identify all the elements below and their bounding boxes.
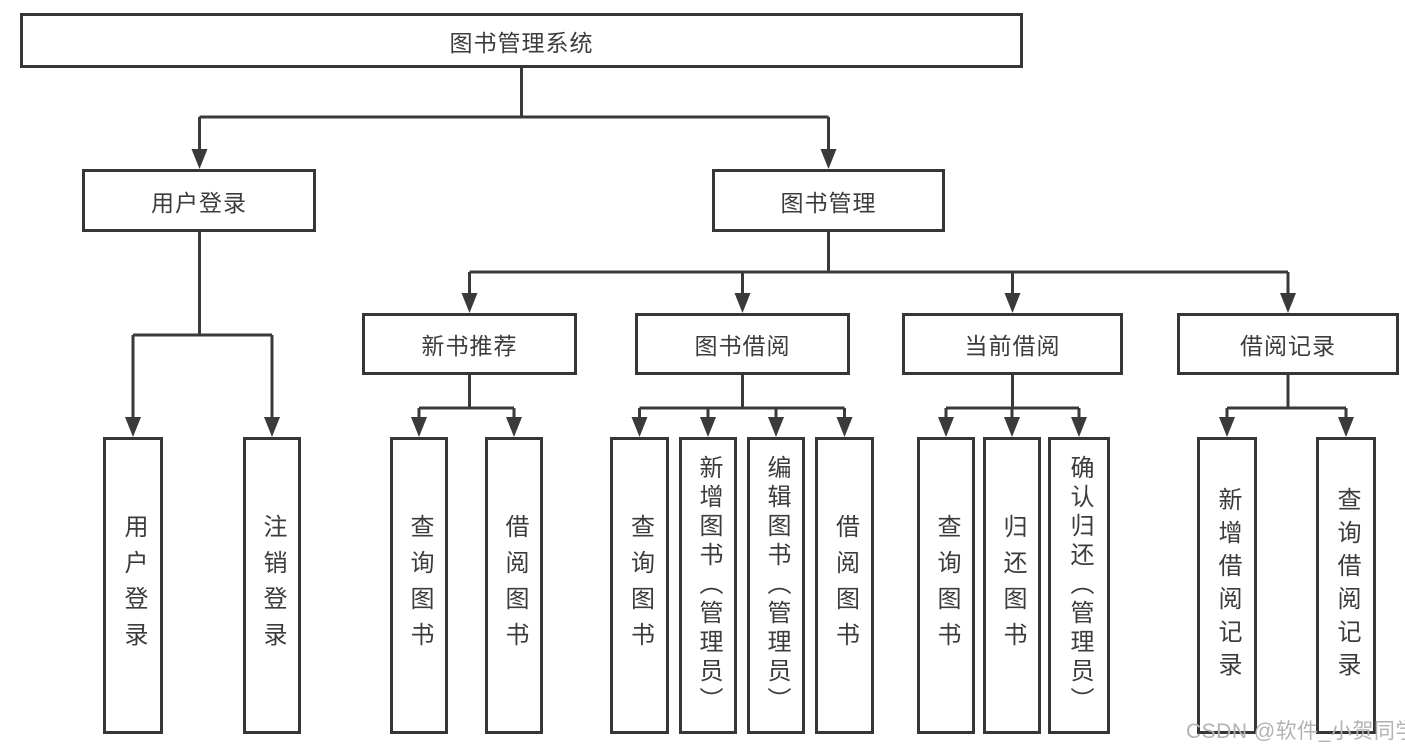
leaf-edit-books-admin: 编辑图书（管理员）	[747, 437, 805, 734]
arrow-down-icon	[461, 293, 478, 313]
arrow-down-icon	[411, 417, 427, 437]
node-label: 编辑图书（管理员）	[763, 455, 790, 716]
arrow-down-icon	[631, 417, 648, 437]
node-label: 图书管理	[780, 189, 877, 216]
node-current-borrowing: 当前借阅	[902, 313, 1123, 375]
node-label: 图书借阅	[694, 333, 791, 359]
leaf-query-borrow-record: 查询借阅记录	[1316, 437, 1376, 734]
arrow-down-icon	[700, 417, 716, 437]
arrow-down-icon	[836, 417, 853, 437]
arrow-down-icon	[1338, 417, 1354, 437]
arrow-down-icon	[734, 293, 751, 313]
leaf-confirm-return-admin: 确认归还（管理员）	[1048, 437, 1110, 734]
node-label: 新书推荐	[421, 333, 518, 359]
arrow-down-icon	[820, 149, 837, 169]
watermark: CSDN @软件_小贺同学	[1186, 720, 1405, 743]
connector-segments	[131, 68, 1348, 423]
arrow-down-icon	[1071, 417, 1087, 437]
node-label: 用户登录	[120, 513, 147, 658]
node-label: 归还图书	[999, 513, 1026, 658]
node-label: 新增图书（管理员）	[695, 455, 722, 716]
leaf-query-books-recommend: 查询图书	[390, 437, 448, 734]
node-library-management-system: 图书管理系统	[20, 13, 1023, 68]
leaf-add-books-admin: 新增图书（管理员）	[679, 437, 737, 734]
node-book-management: 图书管理	[712, 169, 945, 232]
arrow-down-icon	[191, 149, 208, 169]
arrow-down-icon	[1004, 417, 1020, 437]
leaf-borrow-books: 借阅图书	[815, 437, 874, 734]
node-label: 借阅图书	[501, 513, 528, 658]
node-label: 当前借阅	[964, 333, 1061, 359]
connector-arrows	[125, 149, 1354, 437]
node-label: 查询图书	[406, 513, 433, 658]
node-label: 新增借阅记录	[1214, 486, 1241, 685]
arrow-down-icon	[768, 417, 784, 437]
arrow-down-icon	[264, 417, 280, 437]
node-label: 查询图书	[933, 513, 960, 658]
node-label: 确认归还（管理员）	[1066, 455, 1093, 716]
leaf-query-books-current: 查询图书	[917, 437, 975, 734]
node-label: 查询借阅记录	[1333, 486, 1360, 685]
node-label: 图书管理系统	[449, 29, 594, 56]
arrow-down-icon	[125, 417, 141, 437]
node-label: 查询图书	[626, 513, 654, 658]
arrow-down-icon	[506, 417, 522, 437]
leaf-logout: 注销登录	[243, 437, 301, 734]
leaf-borrow-books-recommend: 借阅图书	[485, 437, 543, 734]
node-book-borrowing: 图书借阅	[635, 313, 850, 375]
node-label: 借阅图书	[831, 513, 859, 658]
leaf-user-login: 用户登录	[103, 437, 163, 734]
leaf-return-books: 归还图书	[983, 437, 1041, 734]
node-new-book-recommendation: 新书推荐	[362, 313, 577, 375]
arrow-down-icon	[1004, 293, 1021, 313]
node-label: 用户登录	[151, 189, 247, 216]
node-label: 注销登录	[259, 513, 286, 658]
leaf-query-books-borrow: 查询图书	[610, 437, 669, 734]
node-borrowing-records: 借阅记录	[1177, 313, 1399, 375]
arrow-down-icon	[1280, 293, 1296, 313]
node-user-login: 用户登录	[82, 169, 316, 232]
arrow-down-icon	[1219, 417, 1235, 437]
node-label: 借阅记录	[1240, 333, 1336, 359]
leaf-add-borrow-record: 新增借阅记录	[1197, 437, 1257, 734]
arrow-down-icon	[938, 417, 954, 437]
